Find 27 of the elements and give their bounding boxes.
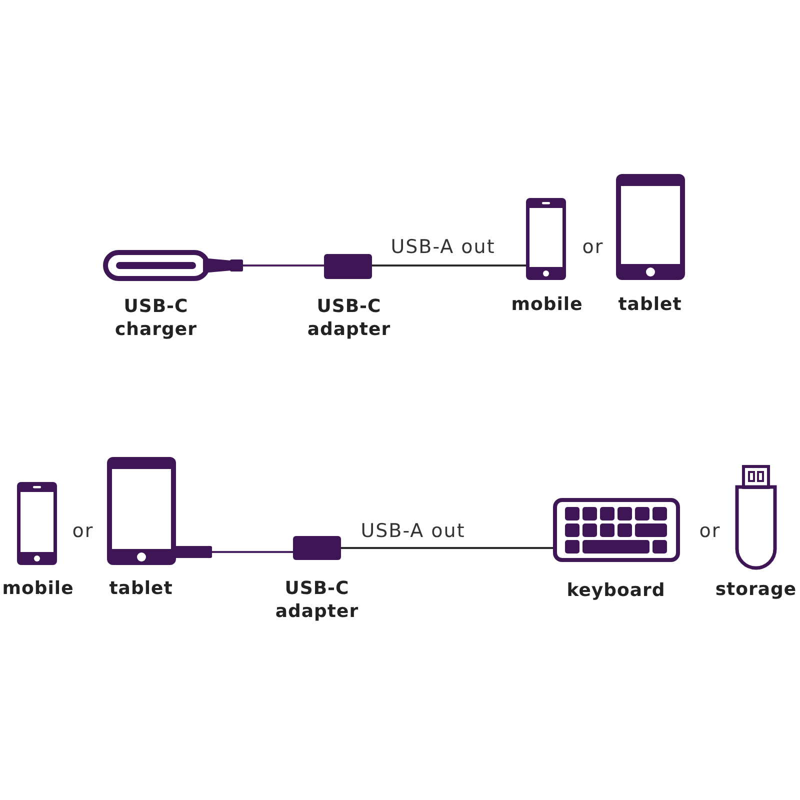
choice-word: or	[699, 520, 721, 542]
cable	[243, 264, 324, 266]
tablet-icon	[616, 174, 685, 280]
keyboard-icon	[553, 498, 680, 562]
device-caption: keyboard	[566, 579, 666, 602]
cable	[341, 547, 553, 549]
edge-label: USB-A out	[390, 236, 496, 258]
device-caption: tablet	[109, 577, 173, 600]
choice-word: or	[72, 520, 94, 542]
device-caption: USB-C adapter	[274, 577, 360, 623]
smartphone-icon	[17, 482, 57, 565]
device-caption: USB-C adapter	[306, 295, 392, 341]
smartphone-icon	[526, 198, 566, 280]
device-caption: storage	[715, 578, 797, 601]
adapter-icon	[293, 536, 341, 560]
charger-icon	[103, 250, 243, 281]
tablet-icon	[107, 457, 212, 565]
device-caption: USB-C charger	[114, 295, 198, 341]
choice-word: or	[582, 236, 604, 258]
edge-label: USB-A out	[360, 520, 466, 542]
cable	[372, 264, 526, 266]
cable	[212, 551, 293, 553]
device-caption: mobile	[511, 293, 583, 316]
usb-drive-icon	[735, 465, 777, 570]
device-caption: mobile	[2, 577, 74, 600]
adapter-icon	[324, 254, 372, 279]
device-caption: tablet	[618, 293, 682, 316]
